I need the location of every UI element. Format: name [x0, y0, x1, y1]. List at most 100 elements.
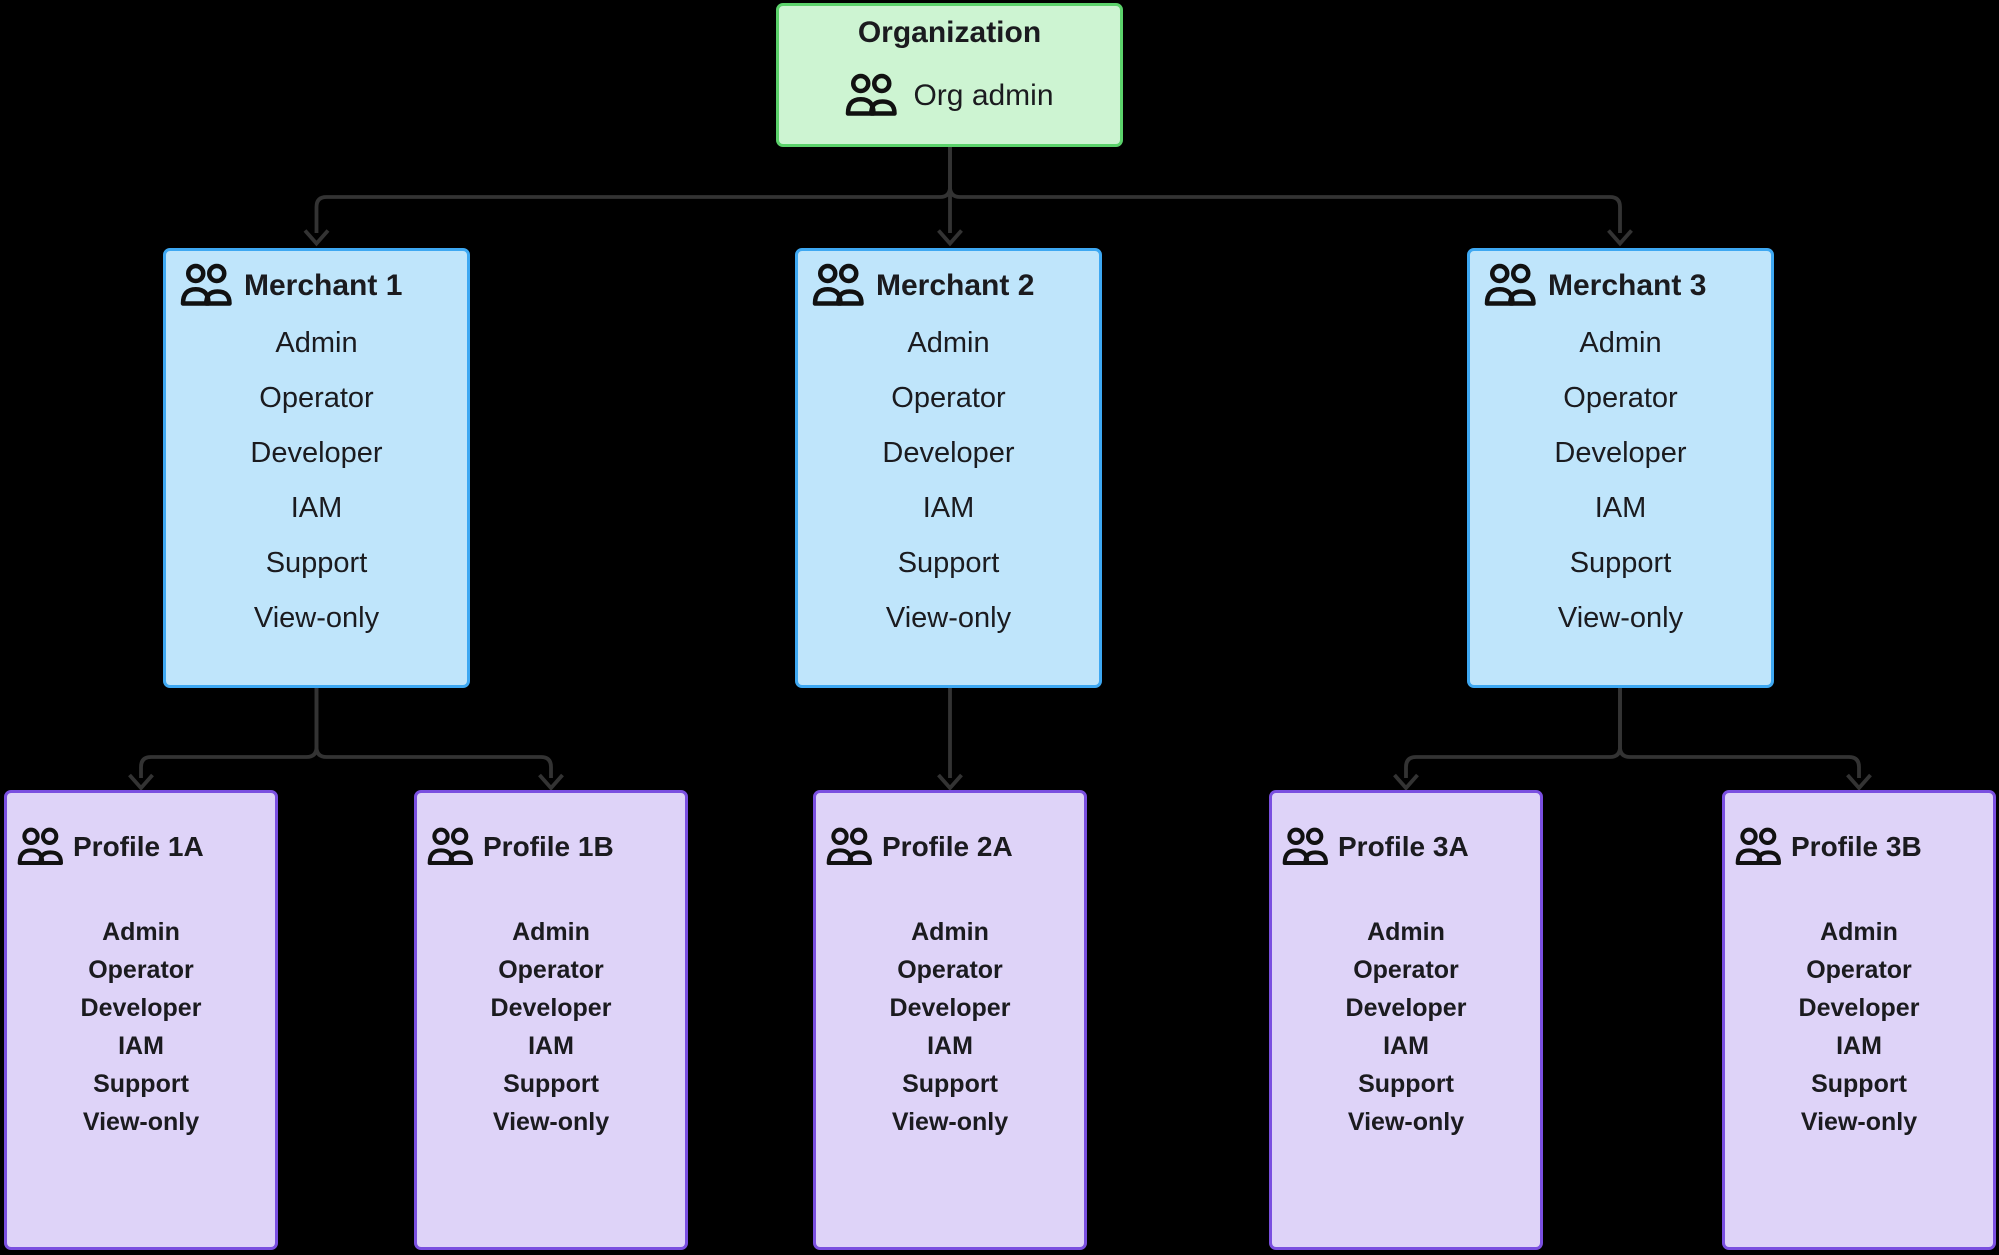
arrowhead-icon: [937, 229, 963, 247]
role-item: IAM: [528, 1032, 574, 1060]
people-icon: [17, 827, 65, 867]
role-item: Operator: [1563, 382, 1678, 414]
role-item: Admin: [102, 918, 180, 946]
merchant-2-title: Merchant 2: [876, 268, 1035, 302]
role-item: Developer: [80, 994, 202, 1022]
profile-1a-title: Profile 1A: [73, 831, 204, 862]
edge-merchant-2-to-profile-2a: [937, 688, 963, 791]
role-item: Support: [265, 547, 368, 579]
role-item: IAM: [1836, 1032, 1882, 1060]
arrowhead-icon: [937, 773, 963, 791]
people-icon: [812, 263, 866, 308]
merchant-1-header: Merchant 1: [180, 263, 467, 308]
role-item: Support: [1811, 1070, 1907, 1098]
role-item: IAM: [1383, 1032, 1429, 1060]
arrowhead-icon: [1607, 229, 1633, 247]
arrowhead-icon: [538, 773, 564, 791]
people-icon: [427, 827, 475, 867]
profile-1b-title: Profile 1B: [483, 831, 614, 862]
role-item: View-only: [253, 602, 380, 634]
role-item: IAM: [927, 1032, 973, 1060]
role-item: IAM: [118, 1032, 164, 1060]
people-icon: [845, 73, 899, 118]
role-item: Developer: [250, 437, 383, 469]
role-item: View-only: [1800, 1108, 1918, 1136]
role-item: Admin: [907, 327, 990, 359]
profile-1b-header: Profile 1B: [427, 827, 685, 867]
profile-3a-header: Profile 3A: [1282, 827, 1540, 867]
role-item: Support: [93, 1070, 189, 1098]
role-item: View-only: [885, 602, 1012, 634]
role-item: Admin: [1367, 918, 1445, 946]
profile-3a-title: Profile 3A: [1338, 831, 1469, 862]
profile-2a-header: Profile 2A: [826, 827, 1084, 867]
role-item: Support: [897, 547, 1000, 579]
role-item: Support: [1358, 1070, 1454, 1098]
role-item: Admin: [1579, 327, 1662, 359]
role-item: IAM: [1594, 492, 1647, 524]
role-item: Operator: [88, 956, 194, 984]
edge-merchant-1-to-profile-1a: [128, 688, 319, 791]
people-icon: [1282, 827, 1330, 867]
role-item: IAM: [290, 492, 343, 524]
role-item: Developer: [882, 437, 1015, 469]
profile-2a-title: Profile 2A: [882, 831, 1013, 862]
node-organization: Organization Org admin: [776, 3, 1123, 147]
profile-3b-header: Profile 3B: [1735, 827, 1993, 867]
role-item: IAM: [922, 492, 975, 524]
profile-1a-header: Profile 1A: [17, 827, 275, 867]
role-item: Developer: [490, 994, 612, 1022]
edge-merchant-1-to-profile-1b: [314, 688, 564, 791]
role-item: Support: [1569, 547, 1672, 579]
organization-member-row: Org admin: [845, 73, 1054, 118]
people-icon: [1735, 827, 1783, 867]
role-item: Admin: [512, 918, 590, 946]
role-item: View-only: [492, 1108, 610, 1136]
organization-title: Organization: [857, 16, 1042, 49]
role-item: Developer: [1554, 437, 1687, 469]
edge-merchant-3-to-profile-3b: [1618, 688, 1872, 791]
arrowhead-icon: [1846, 773, 1872, 791]
role-item: Operator: [1806, 956, 1912, 984]
profile-3b-title: Profile 3B: [1791, 831, 1922, 862]
role-item: Developer: [1798, 994, 1920, 1022]
arrowhead-icon: [128, 773, 154, 791]
edge-merchant-3-to-profile-3a: [1393, 688, 1622, 791]
role-item: Admin: [911, 918, 989, 946]
edge-org-to-merchant-1: [303, 147, 952, 247]
role-item: Developer: [889, 994, 1011, 1022]
merchant-1-title: Merchant 1: [244, 268, 403, 302]
role-item: Operator: [259, 382, 374, 414]
people-icon: [180, 263, 234, 308]
role-item: View-only: [891, 1108, 1009, 1136]
edge-org-to-merchant-3: [948, 147, 1633, 247]
role-item: Operator: [897, 956, 1003, 984]
role-item: Admin: [275, 327, 358, 359]
role-item: View-only: [1347, 1108, 1465, 1136]
role-item: View-only: [82, 1108, 200, 1136]
people-icon: [1484, 263, 1538, 308]
role-item: Operator: [891, 382, 1006, 414]
role-item: Admin: [1820, 918, 1898, 946]
arrowhead-icon: [303, 229, 330, 247]
merchant-3-header: Merchant 3: [1484, 263, 1771, 308]
role-item: Operator: [498, 956, 604, 984]
people-icon: [826, 827, 874, 867]
